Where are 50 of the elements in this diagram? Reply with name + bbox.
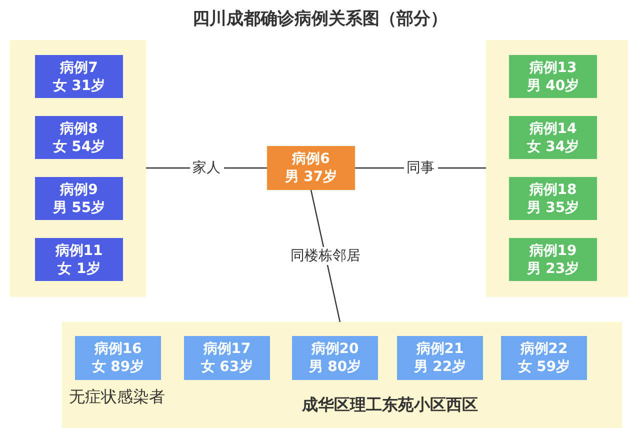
case-number: 病例8 [60, 120, 98, 138]
case-details: 女 31岁 [52, 76, 106, 94]
case-details: 女 89岁 [92, 358, 144, 376]
case-number: 病例16 [94, 340, 142, 358]
case-details: 男 55岁 [52, 198, 106, 216]
case-box [397, 336, 483, 380]
case-details: 男 80岁 [308, 358, 362, 376]
case-box [75, 336, 161, 380]
case-number: 病例20 [311, 340, 359, 358]
case-details: 女 59岁 [518, 358, 570, 376]
diagram-title: 四川成都确诊病例关系图（部分） [192, 9, 448, 29]
case-box [267, 146, 355, 190]
case-number: 病例11 [55, 242, 103, 260]
case-box [509, 238, 597, 281]
case-box [509, 116, 597, 159]
note-text: 无症状感染者 [69, 387, 165, 408]
case-details: 男 22岁 [414, 358, 466, 376]
case-box [509, 55, 597, 98]
group-panel [10, 40, 146, 297]
case-box [292, 336, 378, 380]
case-number: 病例7 [60, 58, 98, 76]
case-number: 病例19 [529, 242, 577, 260]
case-box [184, 336, 270, 380]
case-details: 男 40岁 [526, 76, 580, 94]
panel-heading: 成华区理工东苑小区西区 [302, 395, 478, 416]
case-details: 女 54岁 [52, 138, 106, 156]
case-box [35, 55, 123, 98]
case-number: 病例13 [529, 58, 577, 76]
case-box [35, 238, 123, 281]
case-number: 病例9 [60, 180, 98, 198]
case-number: 病例17 [203, 340, 251, 358]
case-number: 病例22 [520, 340, 568, 358]
case-details: 男 35岁 [526, 198, 580, 216]
case-details: 男 23岁 [526, 260, 580, 278]
case-box [35, 177, 123, 220]
case-details: 女 63岁 [200, 358, 254, 376]
case-number: 病例14 [529, 120, 577, 138]
group-panel [486, 40, 628, 297]
case-box [501, 336, 587, 380]
case-number: 病例18 [529, 180, 577, 198]
case-details: 男 37岁 [284, 168, 338, 186]
case-box [35, 116, 123, 159]
case-details: 女 1岁 [58, 260, 100, 278]
edge-label: 家人 [190, 159, 224, 177]
edge-label: 同事 [404, 159, 438, 177]
case-number: 病例21 [416, 340, 464, 358]
case-box [509, 177, 597, 220]
case-details: 女 34岁 [526, 138, 580, 156]
group-panel [62, 322, 622, 428]
case-number: 病例6 [292, 150, 330, 168]
